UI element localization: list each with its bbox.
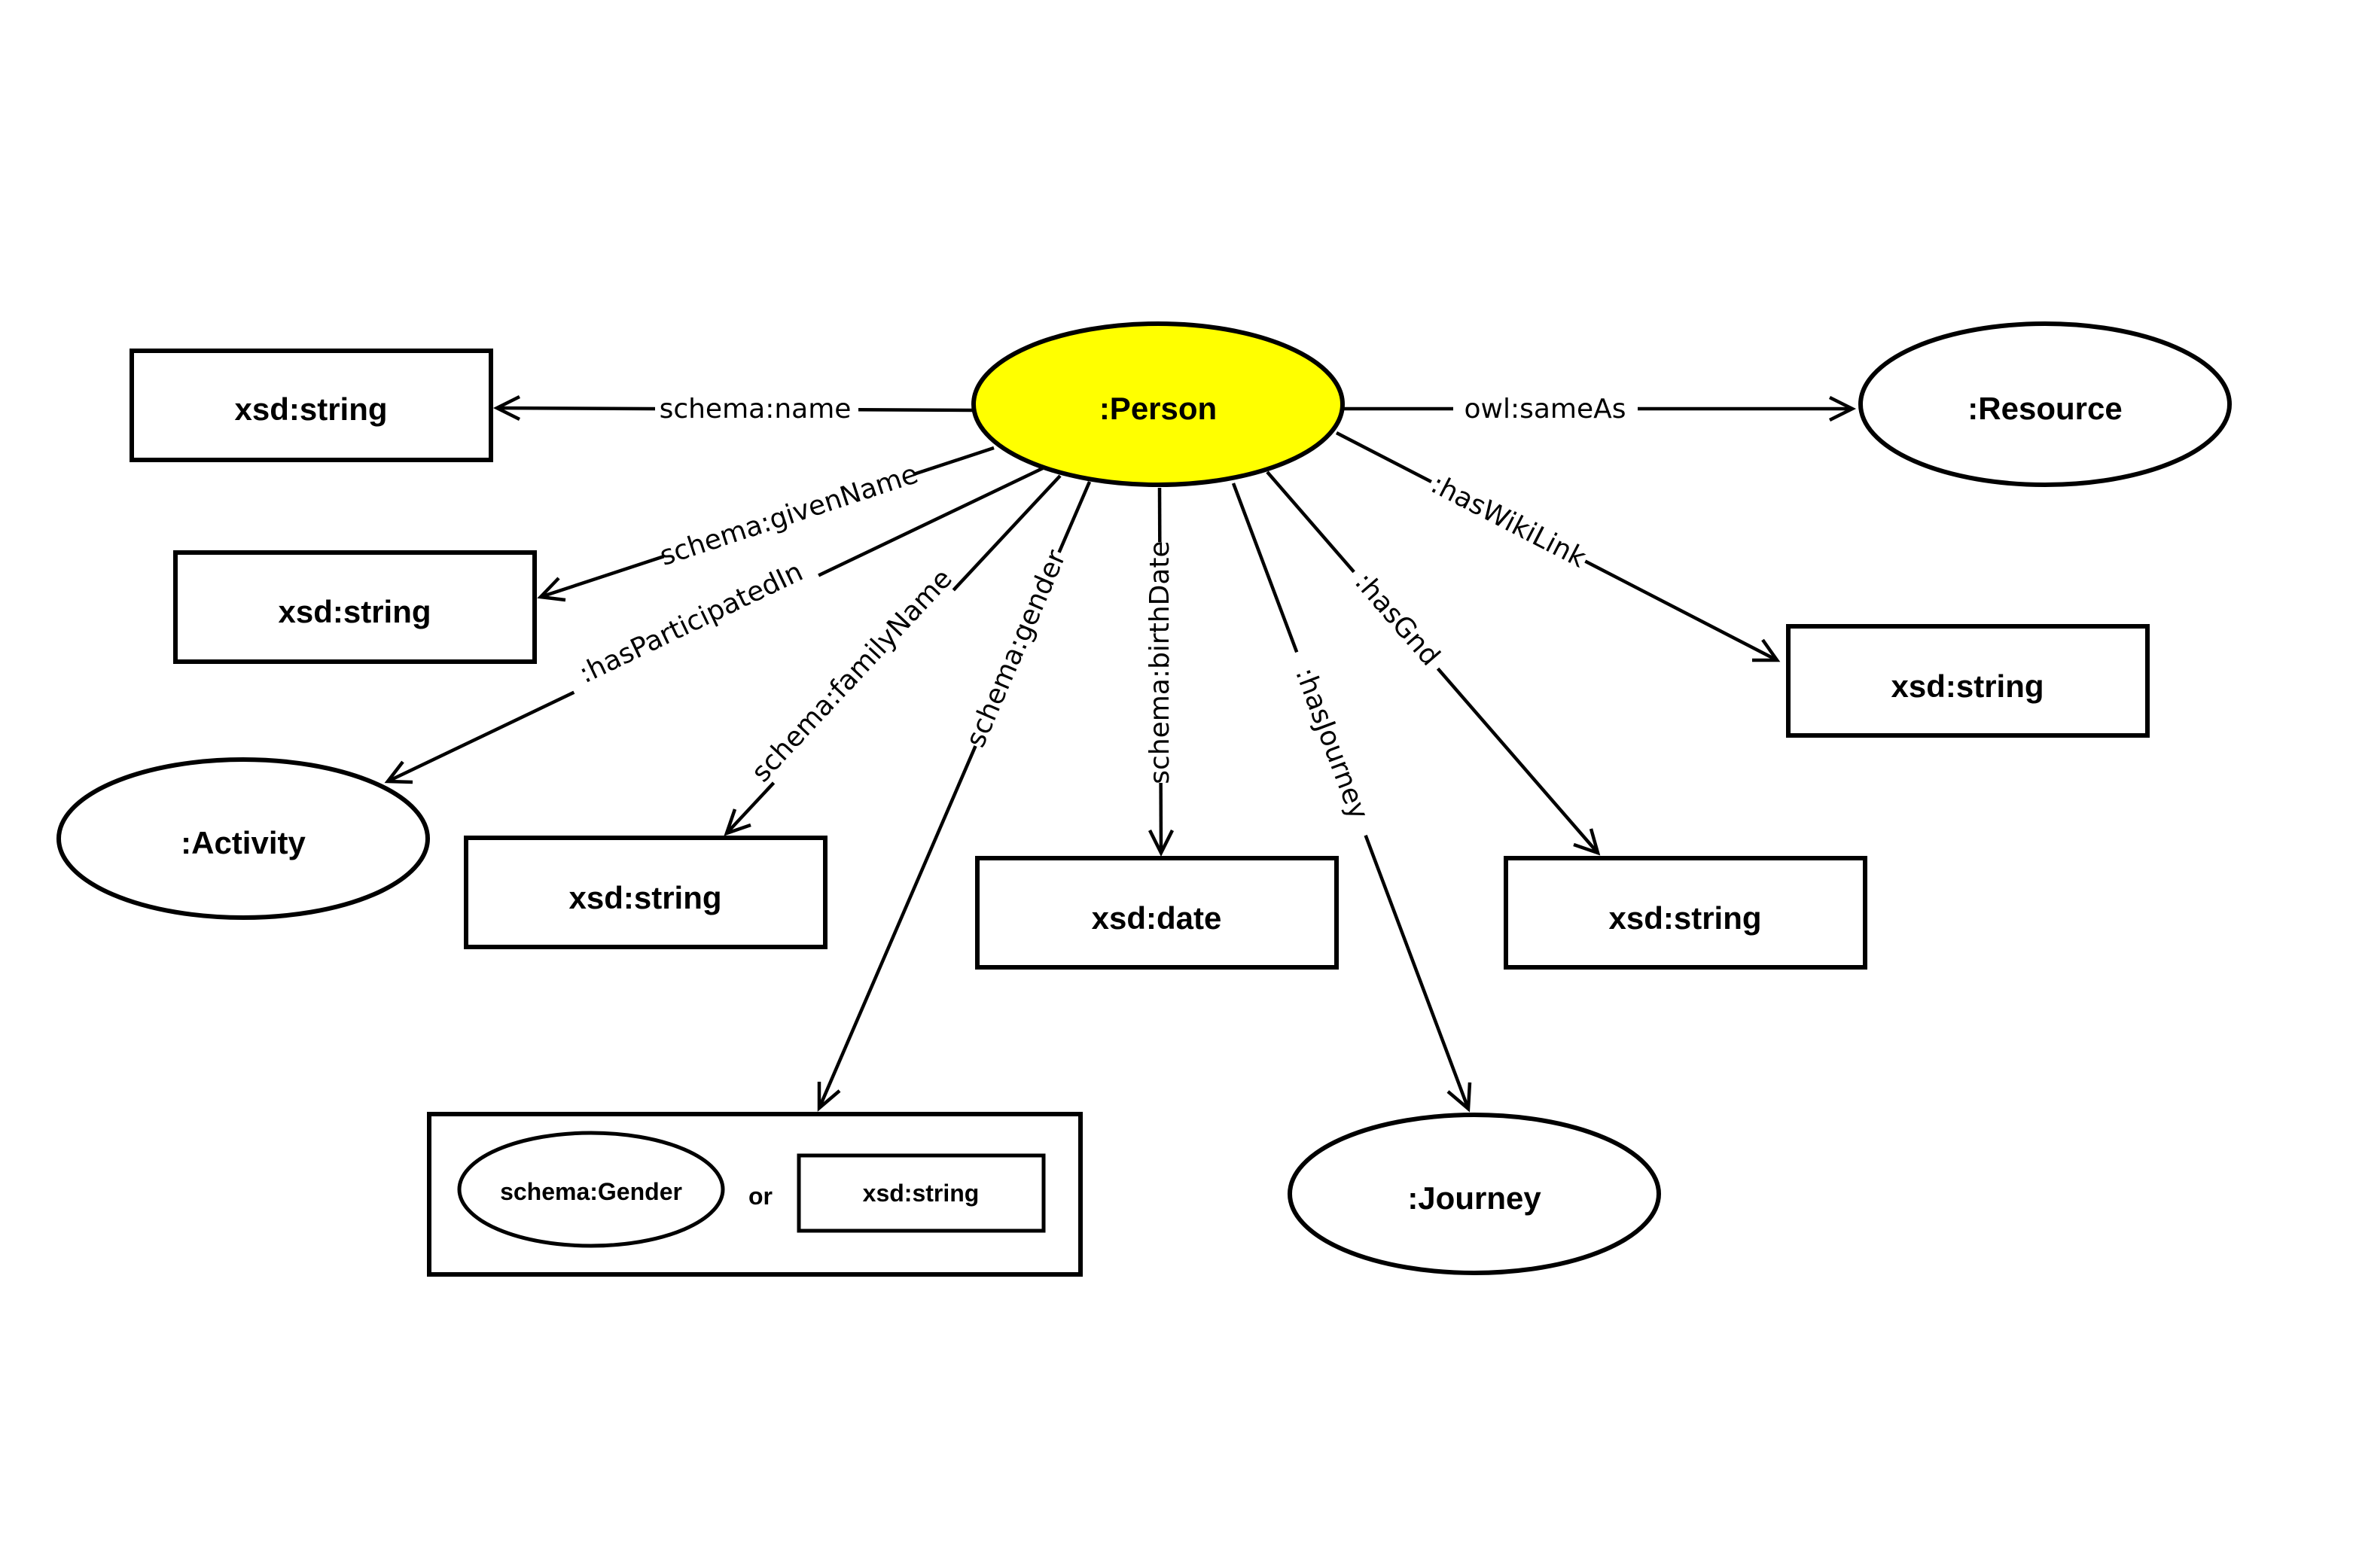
- edge-label-schema-birthdate: schema:birthDate: [1144, 540, 1175, 784]
- arrowhead-icon: [1752, 638, 1781, 662]
- node-given-name-string: xsd:string: [173, 550, 537, 664]
- arrowhead-icon: [492, 394, 521, 422]
- edge-label-hasparticipatedin: :hasParticipatedIn: [575, 556, 808, 690]
- node-resource: :Resource: [1858, 321, 2232, 487]
- node-label-activity: :Activity: [181, 825, 306, 860]
- arrowhead-icon: [537, 577, 566, 602]
- arrowhead-icon: [1573, 828, 1601, 856]
- node-wiki-link-string: xsd:string: [1786, 624, 2150, 738]
- arrowhead-icon: [1148, 829, 1175, 857]
- node-label-family-name-string: xsd:string: [568, 880, 721, 915]
- edge-label-hasgnd: :hasGnd: [1349, 567, 1446, 672]
- node-birth-date: xsd:date: [975, 856, 1339, 970]
- edge-schema-name: schema:name: [492, 390, 976, 428]
- arrowhead-icon: [1828, 395, 1857, 422]
- node-name-string: xsd:string: [130, 349, 493, 462]
- node-label-given-name-string: xsd:string: [278, 594, 431, 629]
- edge-owl-sameas: owl:sameAs: [1342, 390, 1857, 428]
- node-label-person: :Person: [1099, 391, 1217, 426]
- node-label-journey: :Journey: [1407, 1180, 1541, 1216]
- edge-label-schema-name: schema:name: [660, 394, 852, 425]
- node-label-wiki-link-string: xsd:string: [1891, 668, 2044, 704]
- node-person: :Person: [971, 321, 1345, 487]
- node-label-birth-date: xsd:date: [1092, 900, 1222, 936]
- edge-label-schema-gender: schema:gender: [960, 546, 1072, 752]
- node-family-name-string: xsd:string: [464, 836, 828, 949]
- node-label-gender-string: xsd:string: [863, 1180, 980, 1207]
- arrowhead-icon: [724, 808, 751, 836]
- node-gender-string: xsd:string: [797, 1153, 1046, 1233]
- node-label-resource: :Resource: [1967, 391, 2122, 426]
- gender-or-label: or: [748, 1183, 773, 1210]
- node-gender-union: schema:Gender or xsd:string: [427, 1112, 1083, 1277]
- node-label-gender-class: schema:Gender: [500, 1178, 682, 1205]
- node-label-gnd-string: xsd:string: [1608, 900, 1761, 936]
- edge-label-owl-sameas: owl:sameAs: [1464, 394, 1626, 425]
- arrowhead-icon: [384, 760, 413, 784]
- node-gnd-string: xsd:string: [1504, 856, 1867, 970]
- node-label-name-string: xsd:string: [234, 391, 387, 427]
- arrowhead-icon: [1446, 1082, 1472, 1113]
- node-activity: :Activity: [56, 757, 430, 920]
- edge-label-haswikilink: :hasWikiLink: [1426, 469, 1591, 574]
- node-gender-class: schema:Gender: [457, 1131, 725, 1248]
- edge-schema-gender: schema:gender: [817, 481, 1092, 1112]
- edge-schema-birthdate: schema:birthDate: [1139, 487, 1178, 857]
- node-journey: :Journey: [1288, 1113, 1661, 1275]
- arrowhead-icon: [817, 1082, 841, 1112]
